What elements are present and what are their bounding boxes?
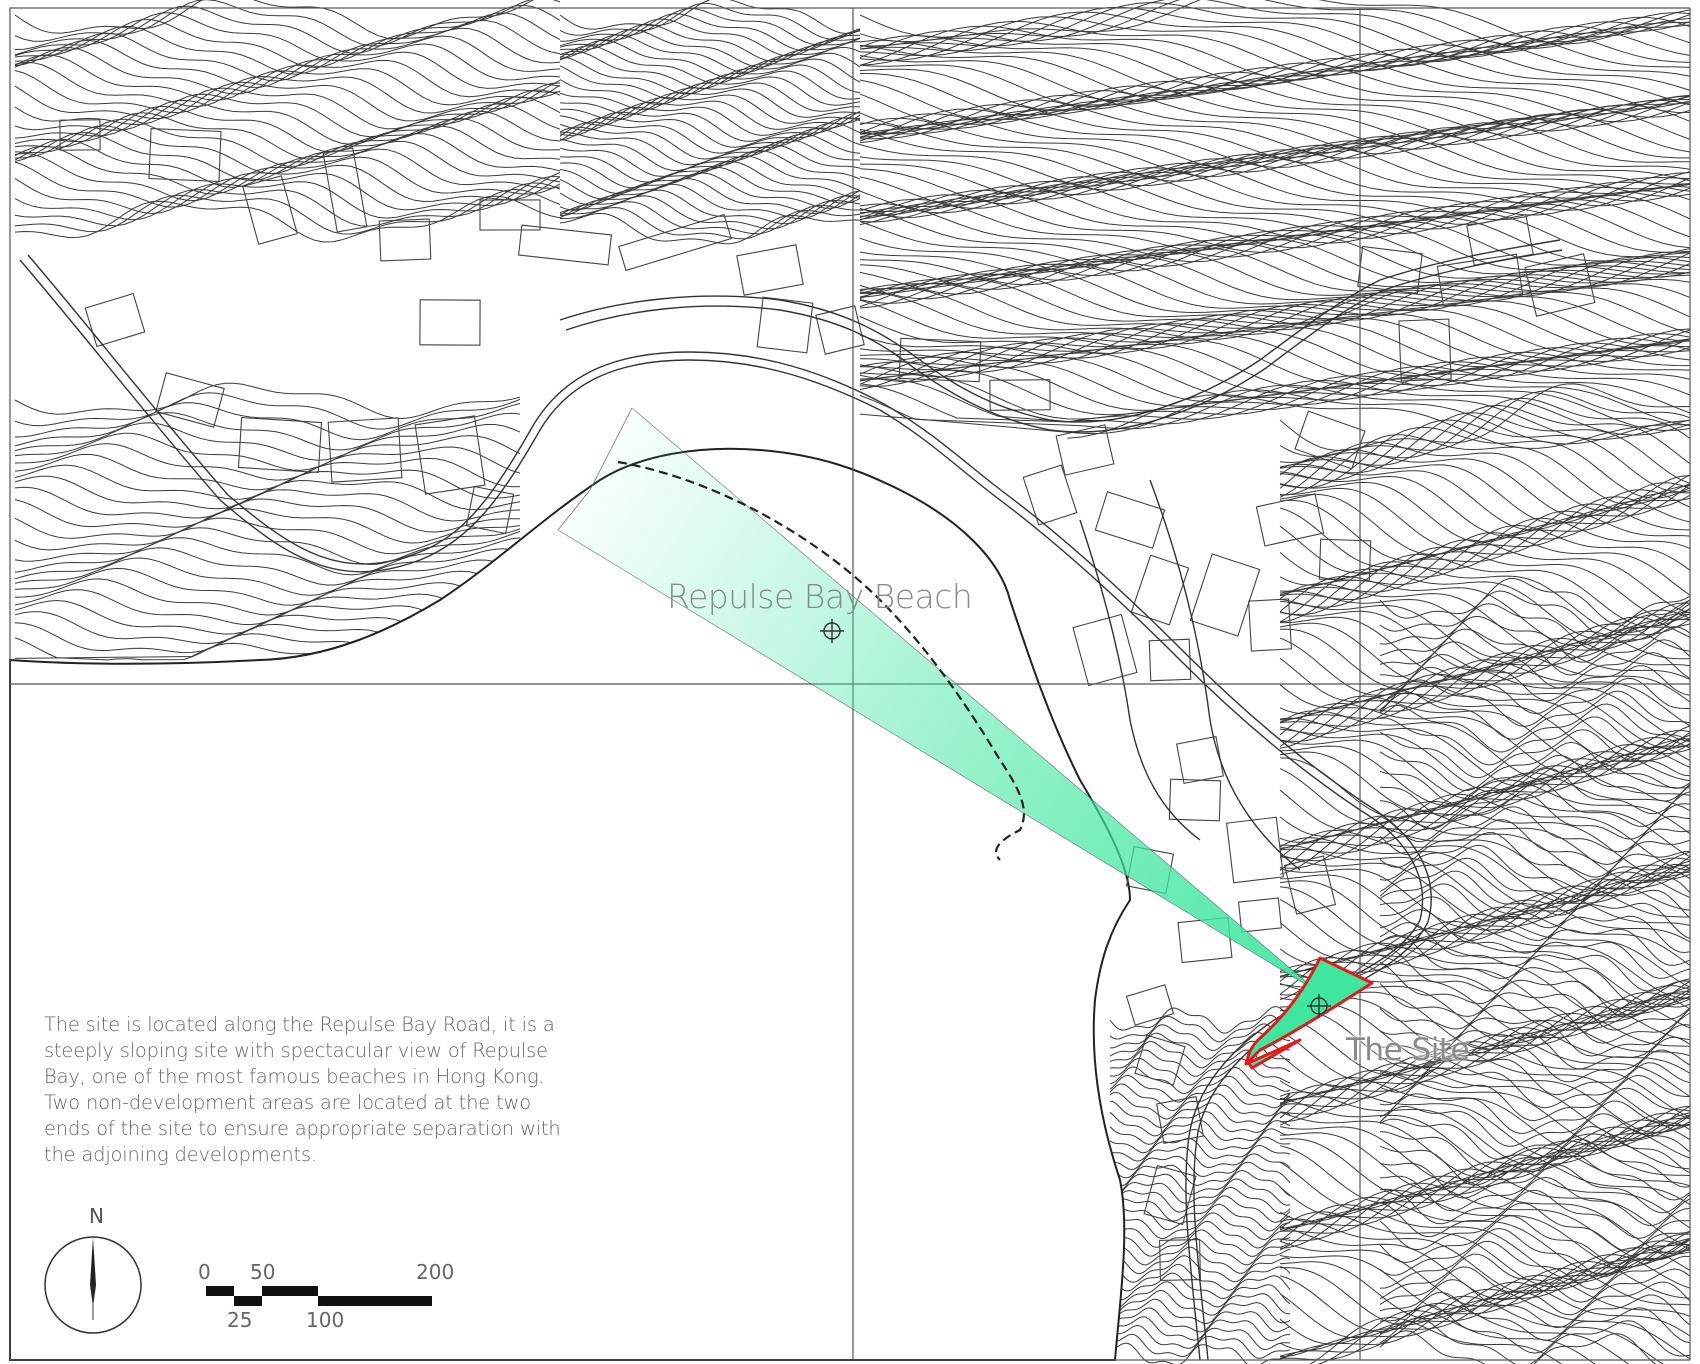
site-boundary xyxy=(1244,956,1374,1070)
scale-tick-label: 0 xyxy=(198,1260,211,1284)
scale-tick-label: 100 xyxy=(306,1308,345,1332)
scale-tick-label: 50 xyxy=(250,1260,276,1284)
description-line: The site is located along the Repulse Ba… xyxy=(44,1013,555,1036)
view-cone-edge-upper xyxy=(631,407,1319,993)
scale-tick-label: 200 xyxy=(416,1260,455,1284)
north-arrow-icon xyxy=(44,1236,142,1334)
beach-bounding-line xyxy=(557,407,633,531)
site-target-icon xyxy=(1307,994,1331,1018)
description-line: the adjoining developments. xyxy=(44,1143,317,1166)
beach-target-icon xyxy=(820,619,844,643)
description-line: ends of the site to ensure appropriate s… xyxy=(44,1117,561,1140)
beach-label: Repulse Bay Beach xyxy=(667,577,973,616)
description-line: steeply sloping site with spectacular vi… xyxy=(44,1039,548,1062)
site-label: The Site xyxy=(1346,1032,1470,1068)
view-cone-edge-lower xyxy=(557,529,1319,993)
scale-tick-label: 25 xyxy=(227,1308,253,1332)
north-label: N xyxy=(89,1204,104,1228)
terrain-contours xyxy=(14,0,1691,1364)
site-description: The site is located along the Repulse Ba… xyxy=(44,1012,564,1168)
scale-bar xyxy=(206,1286,432,1306)
description-line: Bay, one of the most famous beaches in H… xyxy=(44,1065,545,1088)
shark-net-line xyxy=(617,460,1025,861)
description-line: Two non-development areas are located at… xyxy=(44,1091,532,1114)
view-cone xyxy=(558,408,1318,992)
